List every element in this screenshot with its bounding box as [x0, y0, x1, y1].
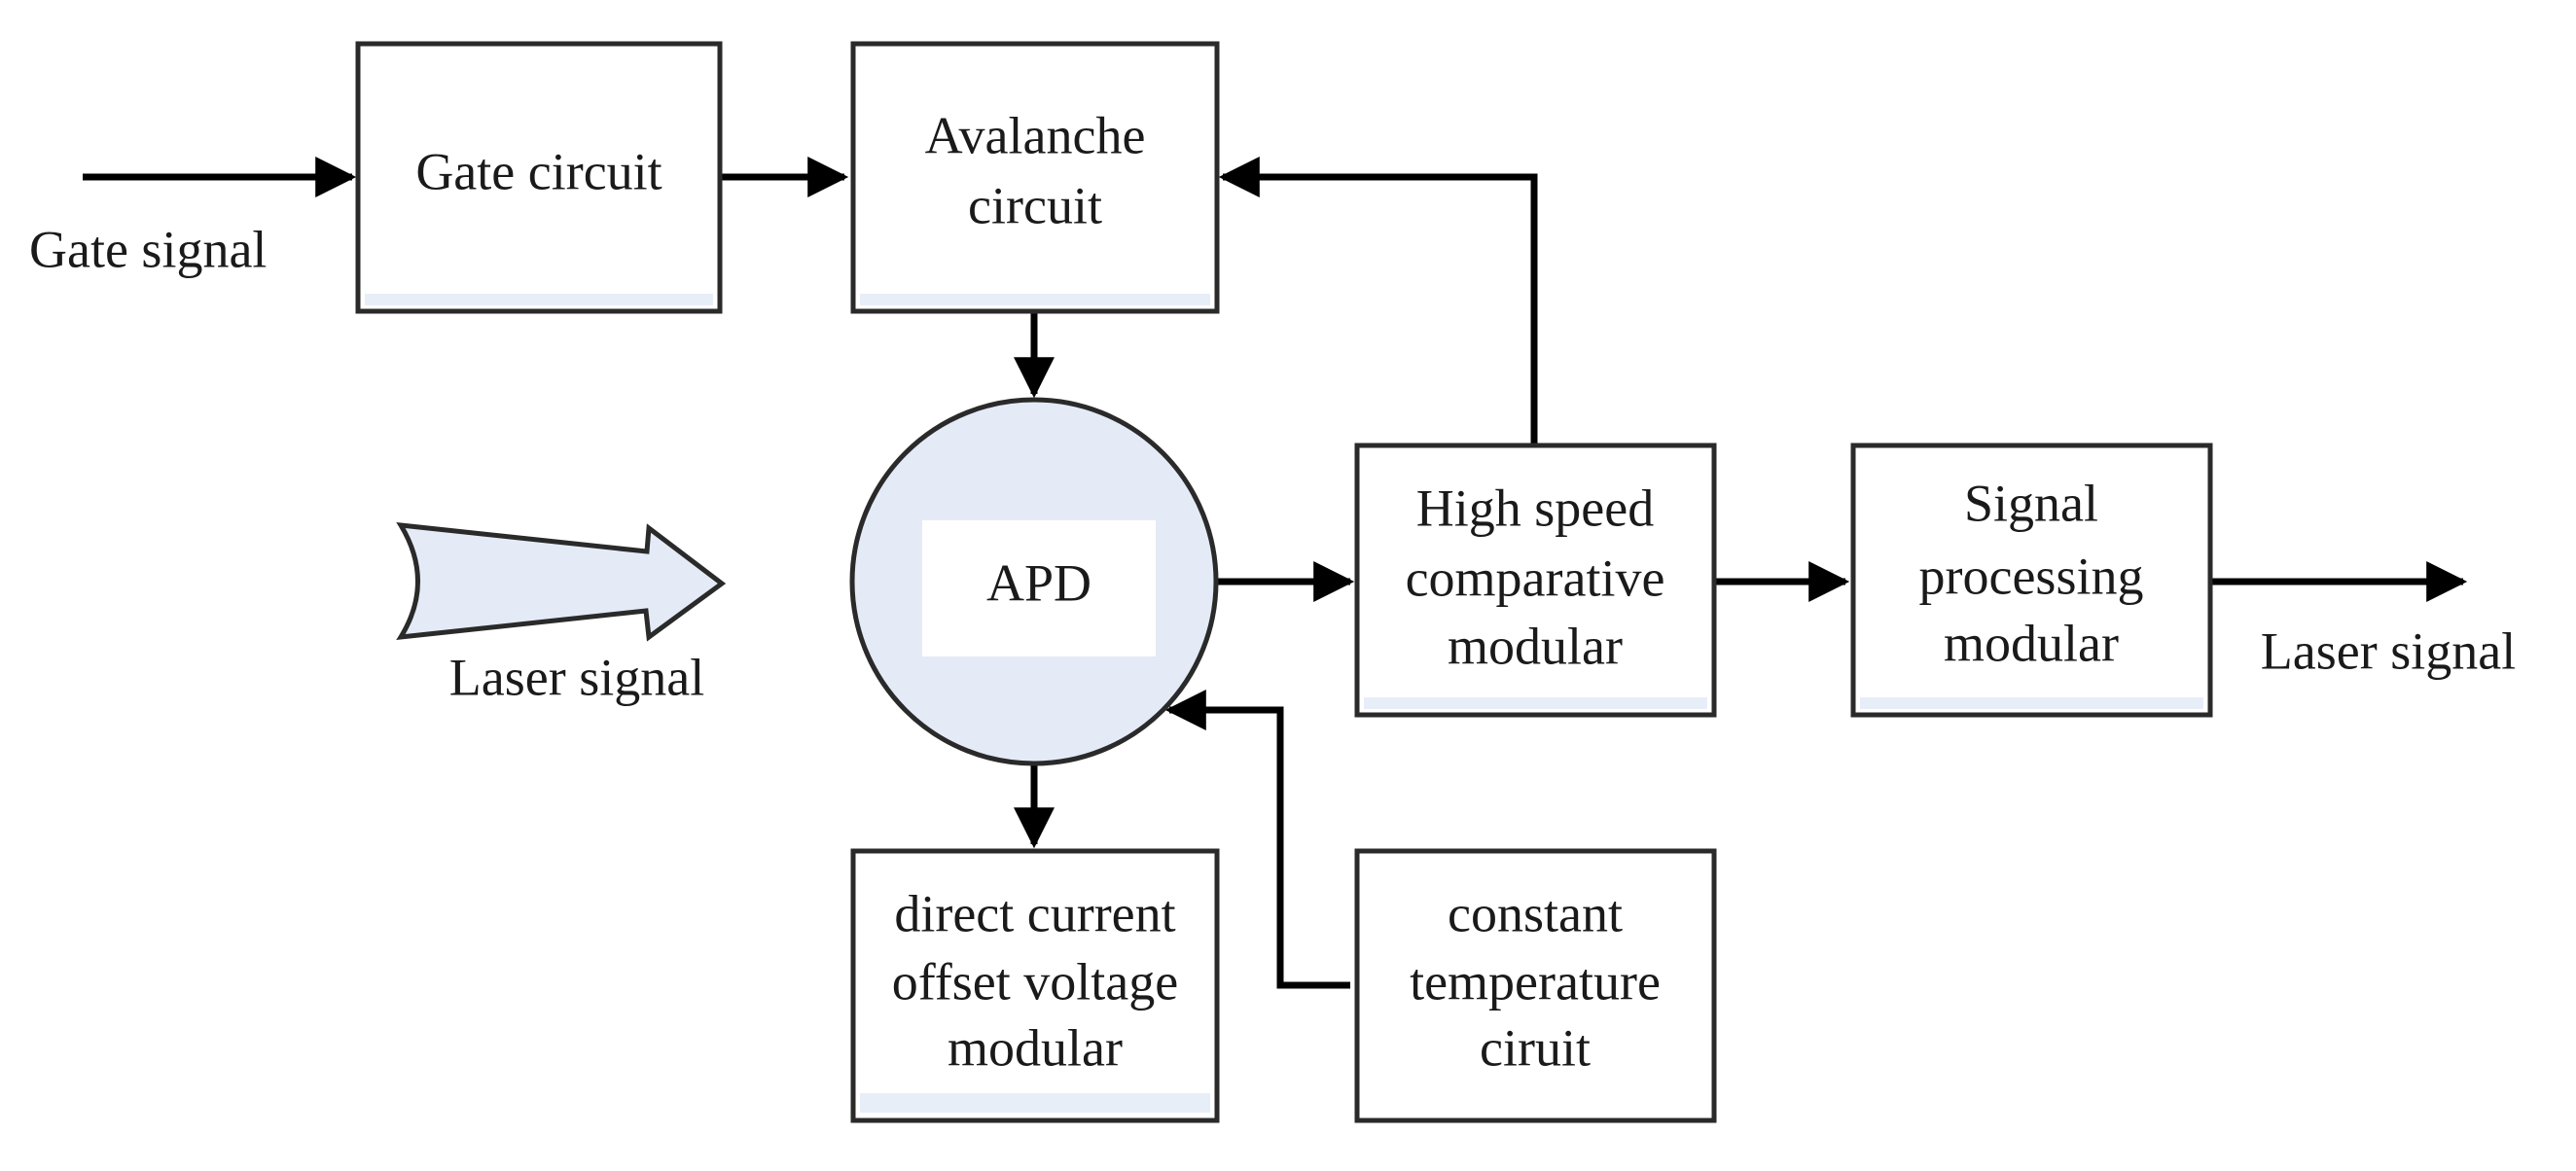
gate-signal-label: Gate signal — [29, 220, 267, 278]
high-speed-comparative-block: High speed comparative modular — [1354, 443, 1717, 718]
signal-processing-label-line2: processing — [1919, 547, 2144, 605]
apd-detector: APD — [849, 397, 1219, 766]
laser-signal-output-label: Laser signal — [2261, 621, 2516, 680]
gate-circuit-label: Gate circuit — [415, 142, 662, 200]
dc-offset-label-line1: direct current — [894, 884, 1175, 942]
apd-label: APD — [986, 553, 1091, 612]
avalanche-circuit-label-line2: circuit — [968, 176, 1102, 234]
avalanche-circuit-label-line1: Avalanche — [925, 106, 1146, 164]
high-speed-comparative-label-line3: modular — [1448, 617, 1623, 675]
dc-offset-label-line3: modular — [948, 1018, 1123, 1077]
gate-circuit-block: Gate circuit — [355, 41, 723, 314]
high-speed-comparative-label-line1: High speed — [1416, 479, 1654, 537]
constant-temperature-label-line2: temperature — [1410, 952, 1661, 1011]
apd-label-box — [922, 520, 1156, 656]
constant-temperature-label-line1: constant — [1448, 884, 1623, 942]
laser-signal-input-label: Laser signal — [449, 648, 704, 706]
signal-processing-label-line3: modular — [1944, 614, 2119, 672]
laser-signal-input: Laser signal — [396, 521, 727, 706]
signal-processing-block: Signal processing modular — [1850, 443, 2213, 718]
signal-processing-label-line1: Signal — [1964, 474, 2098, 532]
dc-offset-label-line2: offset voltage — [892, 952, 1178, 1011]
constant-temperature-block: constant temperature ciruit — [1354, 848, 1717, 1123]
constant-temperature-label-line3: ciruit — [1480, 1018, 1591, 1077]
high-speed-comparative-label-line2: comparative — [1406, 549, 1665, 607]
temperature-to-apd-arrow — [1164, 690, 1350, 989]
avalanche-circuit-block: Avalanche circuit — [850, 41, 1220, 314]
dc-offset-voltage-block: direct current offset voltage modular — [850, 848, 1220, 1123]
connections — [83, 157, 2468, 989]
comparator-feedback-arrow — [1218, 157, 1538, 445]
hollow-arrow-icon — [396, 521, 727, 642]
